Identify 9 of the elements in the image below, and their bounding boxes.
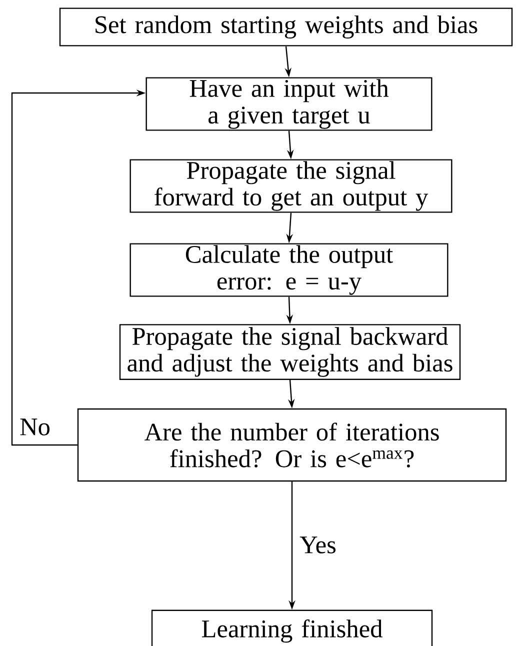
process-box: Have an input with a given target u xyxy=(146,77,432,131)
edge-label: No xyxy=(18,417,52,437)
process-box: Propagate the signal backward and adjust the weights and bias xyxy=(119,324,461,380)
edge-label: Yes xyxy=(298,535,338,555)
process-box: Are the number of iterations finished? Or is e<e$^{max}$? xyxy=(77,408,507,482)
process-box: Learning finished xyxy=(151,610,433,646)
process-box: Set random starting weights and bias xyxy=(59,8,513,46)
process-box: Propagate the signal forward to get an output y xyxy=(130,159,452,213)
process-box: Calculate the output error: e = u-y xyxy=(130,243,448,297)
